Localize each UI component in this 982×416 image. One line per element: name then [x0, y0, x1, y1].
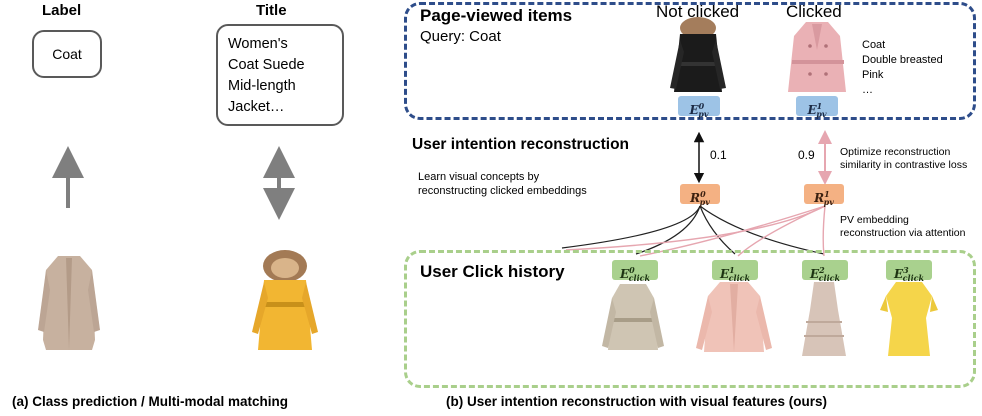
- attention-note: PV embedding reconstruction via attentio…: [840, 214, 966, 240]
- attention-line: PV embedding: [840, 214, 909, 226]
- embedding-sub: pv: [698, 109, 709, 120]
- tweed-dress-image: [802, 282, 846, 356]
- embedding-sup: 2: [819, 265, 825, 275]
- reconstruction-description: Learn visual concepts by reconstructing …: [418, 170, 587, 198]
- description-line: Learn visual concepts by: [418, 171, 540, 183]
- reconstruction-pv-1: R1pv: [804, 184, 844, 208]
- attention-lines-r1: [565, 205, 826, 257]
- embedding-base: E: [893, 267, 904, 281]
- reconstruction-sup: 1: [824, 189, 830, 199]
- pink-coat-image: [788, 22, 846, 92]
- attribute: Coat: [862, 39, 886, 51]
- embedding-sub: click: [728, 273, 751, 284]
- embedding-sub: click: [628, 273, 651, 284]
- label-box: Coat: [32, 30, 102, 78]
- embedding-base: E: [689, 103, 699, 117]
- embedding-click-0: E0click: [612, 260, 658, 284]
- embedding-sub: click: [818, 273, 841, 284]
- embedding-click-1: E1click: [712, 260, 758, 284]
- attention-lines-r0: [561, 205, 825, 255]
- embedding-sup: 3: [903, 265, 909, 275]
- attribute: Pink: [862, 69, 884, 81]
- title-box: Women's Coat Suede Mid-length Jacket…: [216, 24, 344, 126]
- score-1: 0.9: [798, 148, 815, 162]
- attention-line: reconstruction via attention: [840, 227, 966, 239]
- reconstruction-pv-0: R0pv: [680, 184, 720, 208]
- embedding-sup: 0: [629, 265, 635, 275]
- click-history-heading: User Click history: [420, 262, 565, 281]
- reconstruction-sub: pv: [823, 197, 834, 208]
- optimize-line: similarity in contrastive loss: [840, 159, 968, 171]
- description-line: reconstructing clicked embeddings: [418, 185, 587, 197]
- title-line: Women's: [228, 36, 288, 52]
- caption-b: (b) User intention reconstruction with v…: [446, 394, 828, 409]
- embedding-sup: 1: [729, 265, 735, 275]
- embedding-click-3: E3click: [886, 260, 932, 284]
- optimize-line: Optimize reconstruction: [840, 146, 951, 158]
- query-text: Query: Coat: [420, 28, 501, 45]
- label-header: Label: [42, 2, 82, 19]
- attribute: Double breasted: [862, 54, 943, 66]
- reconstruction-base: R: [690, 191, 701, 205]
- not-clicked-label: Not clicked: [656, 2, 740, 21]
- yellow-coat-image: [252, 250, 318, 350]
- black-coat-image: [670, 17, 726, 92]
- click-history-container: [404, 250, 976, 388]
- embedding-sup: 0: [698, 101, 705, 111]
- embedding-pv-1: E1pv: [796, 96, 838, 120]
- trench-coat-image: [602, 284, 664, 350]
- clicked-label: Clicked: [786, 2, 842, 21]
- embedding-base: E: [719, 267, 730, 281]
- label-value: Coat: [52, 46, 82, 62]
- page-viewed-heading: Page-viewed items: [420, 6, 573, 25]
- embedding-base: E: [619, 267, 630, 281]
- embedding-click-2: E2click: [802, 260, 848, 284]
- score-0: 0.1: [710, 148, 727, 162]
- yellow-dress-image: [880, 282, 938, 356]
- reconstruction-heading: User intention reconstruction: [412, 136, 630, 153]
- title-line: Jacket…: [228, 99, 285, 115]
- optimize-note: Optimize reconstruction similarity in co…: [840, 146, 967, 172]
- reconstruction-base: R: [814, 191, 825, 205]
- title-header: Title: [256, 2, 287, 19]
- caption-a: (a) Class prediction / Multi-modal match…: [12, 394, 289, 409]
- reconstruction-sub: pv: [699, 197, 710, 208]
- embedding-base: E: [807, 103, 817, 117]
- title-line: Coat Suede: [228, 57, 305, 73]
- item-attributes: Coat Double breasted Pink …: [862, 38, 943, 98]
- reconstruction-sup: 0: [700, 189, 706, 199]
- beige-coat-image: [38, 256, 100, 350]
- attribute: …: [862, 84, 873, 96]
- embedding-sub: pv: [816, 109, 827, 120]
- embedding-base: E: [809, 267, 820, 281]
- title-line: Mid-length: [228, 78, 296, 94]
- page-viewed-container: [404, 2, 976, 120]
- pink-jacket-image: [696, 282, 772, 352]
- embedding-sup: 1: [816, 101, 823, 111]
- embedding-pv-0: E0pv: [678, 96, 720, 120]
- embedding-sub: click: [902, 273, 925, 284]
